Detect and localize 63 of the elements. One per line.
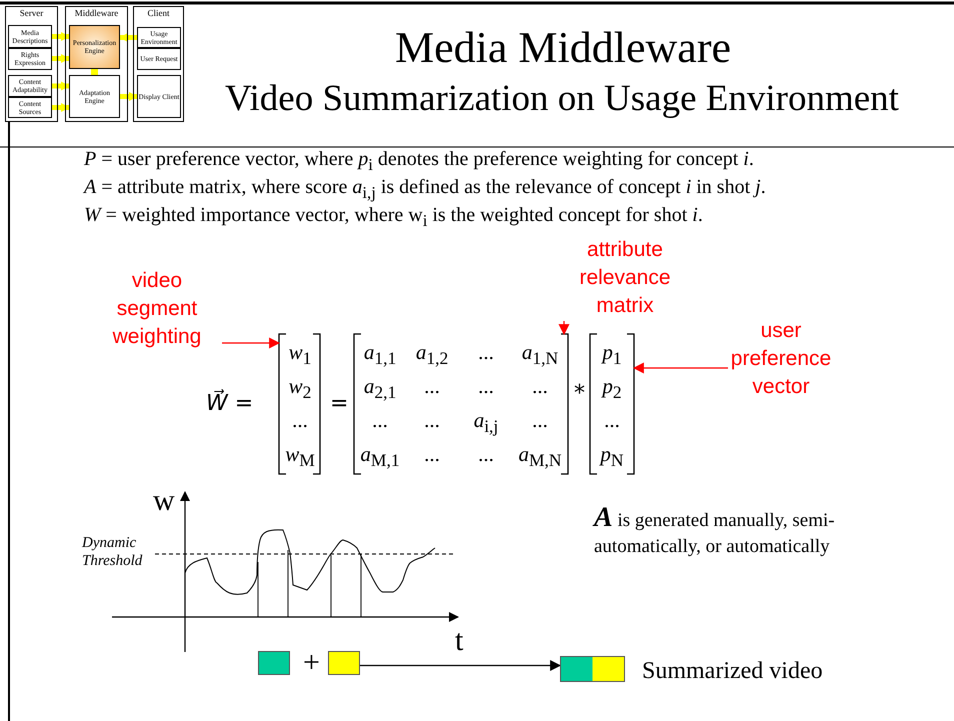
slide-subtitle: Video Summarization on Usage Environment	[224, 77, 900, 121]
matrix-entry: p$_{2}$	[602, 373, 622, 404]
annotation-text: video segment weighting	[92, 266, 222, 352]
arrow	[52, 32, 70, 41]
matrix-entry: a$_{M,N}$	[518, 441, 562, 472]
arrow	[52, 82, 70, 90]
matrix-entry: ...	[478, 339, 494, 366]
annotation-text: attribute relevance matrix	[560, 235, 690, 321]
server-column	[5, 6, 58, 122]
slide-title: Media Middleware	[394, 22, 732, 74]
column-heading: Client	[146, 7, 170, 18]
matrix-entry: p$_{N}$	[600, 441, 624, 472]
matrix-entry: a$_{1,1}$	[364, 339, 396, 370]
matrix-entry: w$_{2}$	[288, 373, 312, 404]
matrix-entry: a$_{1,2}$	[416, 339, 448, 370]
matrix-entry: ...	[424, 441, 440, 468]
arrow	[52, 103, 70, 112]
matrix-entry: ...	[532, 373, 548, 400]
matrix-entry: w$_{1}$	[288, 339, 312, 370]
matrix-entry: w$_{M}$	[285, 441, 315, 472]
matrix-bracket	[278, 333, 321, 475]
math-symbol: =	[330, 390, 348, 418]
segment-block	[258, 651, 290, 675]
column-heading: Middleware	[74, 7, 120, 18]
matrix-entry: a$_{M,1}$	[360, 441, 400, 472]
definition-text: P = user preference vector, where p$_{i}$ denotes the preference weighting for concept i.	[84, 147, 754, 176]
matrix-bracket	[589, 333, 635, 475]
middleware-column	[65, 6, 128, 122]
matrix-entry: ...	[604, 407, 620, 434]
leader-arrow	[558, 321, 570, 336]
axis-label: t	[455, 625, 464, 657]
threshold-label: Dynamic Threshold	[82, 534, 144, 570]
definition-text: W = weighted importance vector, where w$_{i}$ is the weighted concept for shot i.	[84, 203, 703, 232]
math-symbol: +	[303, 646, 320, 680]
summary-blocks	[560, 656, 625, 682]
math-symbol: *	[574, 380, 585, 408]
annotation-text: user preference vector	[728, 316, 834, 402]
axis-label: w	[153, 485, 175, 517]
arrow	[52, 54, 70, 63]
matrix-entry: ...	[292, 407, 308, 434]
matrix-entry: ...	[532, 407, 548, 434]
column-heading: Server	[18, 7, 44, 18]
matrix-entry: a$_{i,j}$	[474, 407, 498, 438]
matrix-entry: a$_{2,1}$	[364, 373, 396, 404]
arrow	[120, 92, 138, 101]
matrix-entry: a$_{1,N}$	[522, 339, 558, 370]
matrix-bracket	[353, 333, 569, 475]
matrix-entry: ...	[478, 441, 494, 468]
matrix-entry: ...	[372, 407, 388, 434]
matrix-entry: ...	[424, 373, 440, 400]
matrix-entry: ...	[424, 407, 440, 434]
arrow	[119, 33, 137, 42]
segment-block	[328, 651, 360, 675]
leader-arrow	[632, 362, 728, 374]
math-symbol: W⃗ =	[206, 390, 254, 418]
leader-arrow	[222, 338, 280, 348]
caption-text: Summarized video	[642, 657, 823, 686]
note-text: A is generated manually, semi-automatically, or automatically	[594, 505, 836, 559]
client-column	[133, 6, 184, 122]
matrix-entry: p$_{1}$	[602, 339, 622, 370]
arrow	[360, 660, 562, 671]
matrix-entry: ...	[478, 373, 494, 400]
definition-text: A = attribute matrix, where score a$_{i,j}$ is defined as the relevance of concept i in shot j.	[84, 175, 766, 204]
